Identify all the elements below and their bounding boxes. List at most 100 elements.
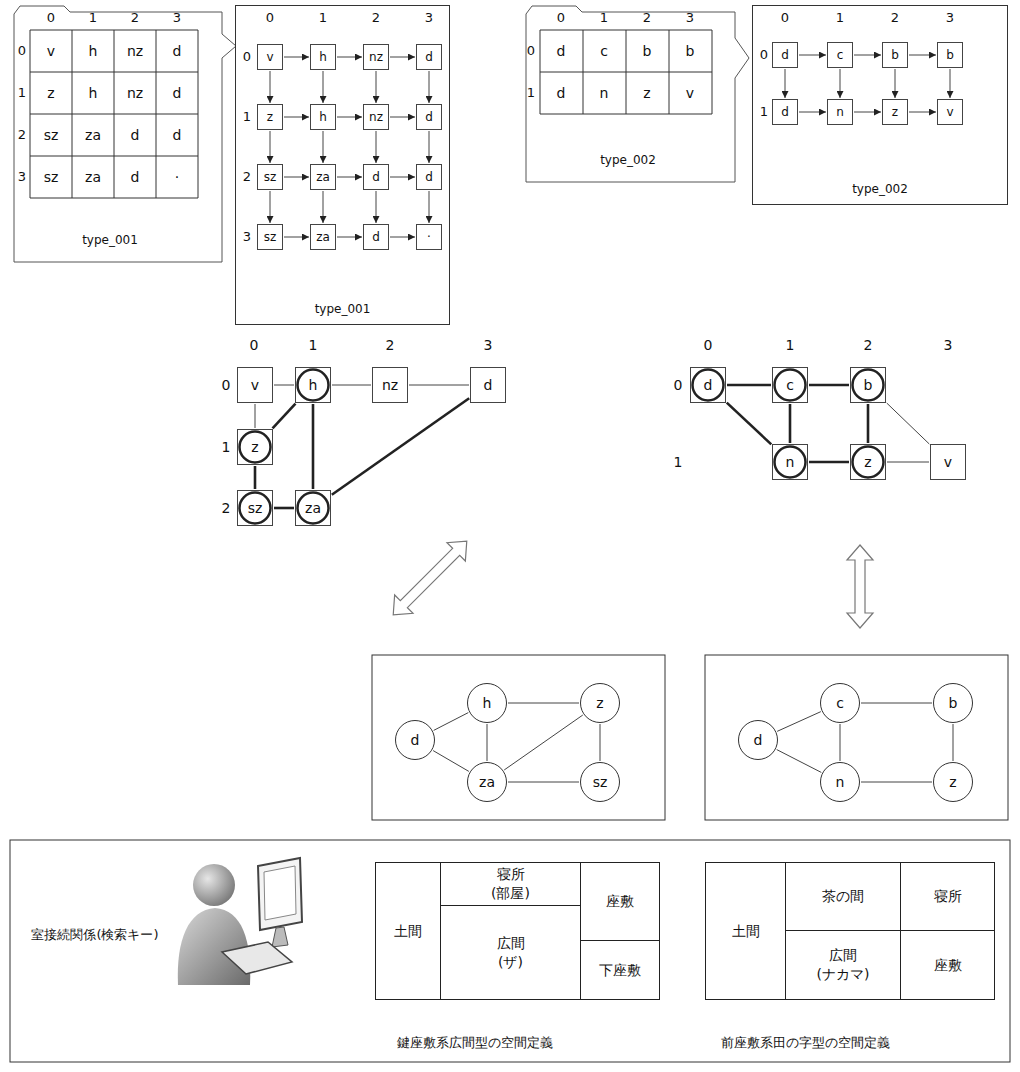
adjacency-line (789, 404, 792, 443)
matched-cell: d (690, 367, 726, 403)
plain-label: 0 (704, 337, 713, 354)
link-arrow (270, 71, 271, 103)
node-text: d (754, 732, 763, 749)
plain-label: 室接続関係(検索キー) (31, 927, 158, 943)
cell-box: c (827, 42, 853, 68)
node-text: 座敷 (606, 892, 634, 911)
plain-label: d (131, 127, 140, 144)
plain-label: 3 (686, 10, 694, 26)
link-arrow (337, 117, 362, 118)
cell-box: z (257, 104, 283, 130)
plain-label: 1 (18, 85, 26, 101)
link-arrow (376, 191, 377, 223)
node-text: d (425, 110, 433, 124)
plain-label: nz (127, 85, 143, 102)
link-arrow (284, 57, 309, 58)
link-arrow (854, 112, 881, 113)
match-circle (853, 370, 884, 401)
node-text: h (319, 50, 327, 64)
link-arrow (323, 191, 324, 223)
node-text: v (946, 105, 953, 119)
link-arrow (376, 71, 377, 103)
match-circle (853, 447, 884, 478)
plain-label: 1 (836, 10, 844, 26)
plain-label: 1 (222, 439, 231, 456)
adjacency-line (254, 466, 257, 489)
plain-label: 0 (527, 43, 535, 59)
room-box: 座敷 (900, 930, 995, 1000)
plain-label: 1 (760, 104, 768, 120)
adjacency-line (312, 404, 315, 489)
adjacency-line (887, 462, 929, 463)
cell-box: h (310, 44, 336, 70)
node-text: h (309, 377, 318, 394)
plain-label: 0 (47, 10, 55, 26)
adjacency-line (274, 385, 294, 386)
plain-label: 2 (386, 337, 395, 354)
link-arrow (840, 69, 841, 98)
link-arrow (429, 191, 430, 223)
plain-label: 0 (557, 10, 565, 26)
plain-label: 0 (760, 47, 768, 63)
plain-label: b (643, 43, 652, 60)
matched-cell: z (237, 429, 273, 465)
plain-label: 2 (643, 10, 651, 26)
matched-cell: n (772, 444, 808, 480)
graph-circle: d (738, 720, 778, 760)
node-text: za (479, 774, 495, 791)
node-text: b (949, 695, 958, 712)
double-arrow (384, 532, 476, 624)
plain-label: 2 (372, 10, 380, 26)
plain-label: b (686, 43, 695, 60)
link-arrow (799, 112, 826, 113)
link-arrow (390, 57, 415, 58)
plain-label: sz (44, 169, 59, 186)
plain-label: 1 (89, 10, 97, 26)
plain-label: 0 (222, 377, 231, 394)
matched-cell: z (850, 444, 886, 480)
adjacency-line (953, 724, 954, 761)
node-text: d (372, 230, 380, 244)
room-box: 土間 (705, 862, 786, 1000)
node-text: 広間 (ザ) (497, 934, 525, 972)
node-text: b (864, 377, 873, 394)
adjacency-line (840, 724, 841, 761)
cell-box: n (827, 99, 853, 125)
node-text: z (949, 774, 956, 791)
plain-label: 3 (425, 10, 433, 26)
cell-box: d (416, 44, 442, 70)
cell-box: d (772, 99, 798, 125)
node-text: d (781, 48, 789, 62)
node-text: c (786, 377, 794, 394)
node-text: za (316, 230, 330, 244)
cell-box: nz (372, 367, 408, 403)
adjacency-line (508, 703, 579, 704)
plain-label: 3 (243, 229, 251, 245)
plain-label: 0 (781, 10, 789, 26)
node-text: d (425, 50, 433, 64)
adjacency-line (727, 384, 771, 387)
matched-cell: c (772, 367, 808, 403)
adjacency-line (255, 404, 256, 428)
link-arrow (270, 191, 271, 223)
adjacency-line (777, 750, 822, 773)
plain-label: v (686, 85, 694, 102)
cell-box: · (416, 224, 442, 250)
node-text: nz (369, 50, 383, 64)
plain-label: sz (44, 127, 59, 144)
adjacency-line (727, 403, 772, 445)
graph-circle: d (395, 720, 435, 760)
adjacency-line (809, 461, 849, 464)
node-text: za (316, 170, 330, 184)
matched-cell: b (850, 367, 886, 403)
node-text: 広間 (ナカマ) (817, 946, 870, 984)
plain-label: 1 (319, 10, 327, 26)
graph-frame: type_002dcbbdnzv (752, 5, 1008, 205)
plain-label: 1 (527, 85, 535, 101)
node-text: n (836, 774, 845, 791)
room-box: 土間 (375, 862, 441, 1000)
plain-label: 1 (674, 454, 683, 471)
plain-label: type_002 (600, 153, 656, 167)
adjacency-line (777, 712, 821, 732)
adjacency-line (332, 385, 371, 386)
